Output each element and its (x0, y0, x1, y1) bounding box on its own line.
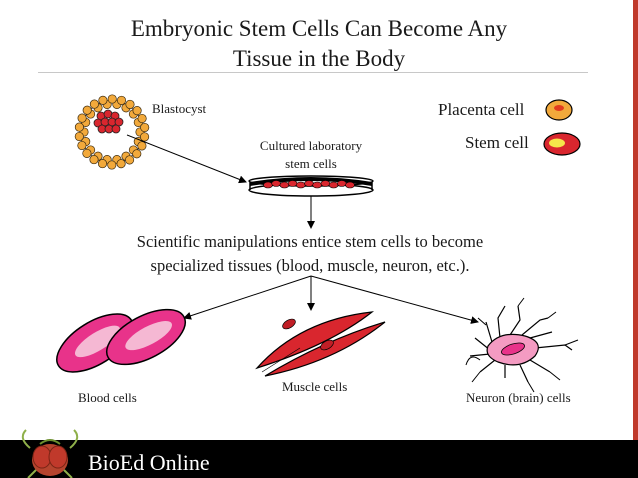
arrow-to-blood-cells (183, 275, 312, 320)
blastocyst-ring-cell (132, 149, 142, 159)
blastocyst-ring-cell (125, 99, 135, 109)
blastocyst-ring-cell (125, 155, 135, 165)
blood-cells-label: Blood cells (78, 390, 137, 405)
cultured-label-line2: stem cells (285, 156, 337, 171)
cultured-stem-cells-label: Cultured laboratory stem cells (252, 137, 370, 173)
cultured-stem-cell (328, 181, 339, 189)
cultured-stem-cells (263, 180, 355, 189)
cultured-stem-cell (295, 181, 306, 189)
blastocyst-ring-cell (140, 132, 150, 142)
slide-accent-bar (633, 0, 638, 440)
cultured-label-line1: Cultured laboratory (259, 138, 363, 153)
blastocyst-ring-cell (140, 122, 150, 133)
cultured-stem-cell (263, 181, 273, 189)
cultured-stem-cell (271, 180, 282, 187)
slide-title-line1: Embryonic Stem Cells Can Become Any (130, 16, 508, 41)
cultured-stem-cell (312, 181, 323, 189)
footer-brand: BioEd Online (88, 450, 210, 475)
blastocyst-ring-cell (74, 131, 84, 142)
blastocyst-ring-cell (82, 105, 92, 115)
cultured-stem-cell (345, 181, 355, 189)
legend-placenta-cell-icon (545, 99, 573, 121)
blastocyst-placenta-ring (74, 94, 150, 170)
blastocyst-ring-cell (89, 155, 99, 165)
manipulation-caption-line2: specialized tissues (blood, muscle, neur… (150, 256, 470, 275)
blastocyst-label: Blastocyst (152, 101, 207, 116)
blastocyst-ring-cell (97, 159, 108, 169)
cultured-stem-cell (287, 180, 298, 187)
manipulation-caption: Scientific manipulations entice stem cel… (90, 230, 530, 278)
legend-placenta-label: Placenta cell (438, 100, 525, 119)
blastocyst-ring-cell (116, 159, 126, 169)
title-divider (38, 72, 588, 73)
cultured-stem-cell (320, 180, 331, 187)
muscle-cells-illustration (255, 311, 386, 377)
blastocyst-ring-cell (116, 95, 127, 105)
blood-cells-illustration (56, 308, 186, 373)
footer-bar (0, 440, 638, 478)
cultured-stem-cell (279, 181, 290, 189)
blastocyst-ring-cell (89, 99, 99, 109)
slide-title: Embryonic Stem Cells Can Become Any Tiss… (0, 14, 638, 74)
blastocyst-ring-cell (98, 95, 108, 105)
cultured-stem-cell (304, 180, 314, 187)
blastocyst-ring-cell (77, 140, 87, 151)
blastocyst-ring-cell (107, 160, 117, 170)
blastocyst-ring-cell (74, 122, 84, 132)
blastocyst-ring-cell (137, 141, 147, 151)
cultured-stem-cell (336, 180, 347, 187)
muscle-cells-label: Muscle cells (282, 379, 348, 394)
neuron-illustration (465, 297, 579, 393)
legend-stem-label: Stem cell (465, 133, 529, 152)
blastocyst-ring-cell (77, 113, 87, 123)
blastocyst-inner-cell-mass (93, 109, 124, 134)
blastocyst-ring-cell (82, 148, 92, 158)
neuron-cells-label: Neuron (brain) cells (466, 390, 571, 405)
blastocyst-ring-cell (137, 113, 147, 124)
blastocyst-ring-cell (107, 94, 117, 104)
manipulation-caption-line1: Scientific manipulations entice stem cel… (136, 232, 484, 251)
slide-title-line2: Tissue in the Body (232, 46, 406, 71)
arrow-to-neuron-cells (310, 275, 479, 324)
blastocyst-illustration (74, 94, 150, 170)
blastocyst-ring-cell (132, 106, 142, 116)
petri-dish-illustration (248, 175, 374, 197)
legend-stem-cell-icon (543, 132, 581, 156)
arrow-blastocyst-to-culture (126, 134, 247, 184)
